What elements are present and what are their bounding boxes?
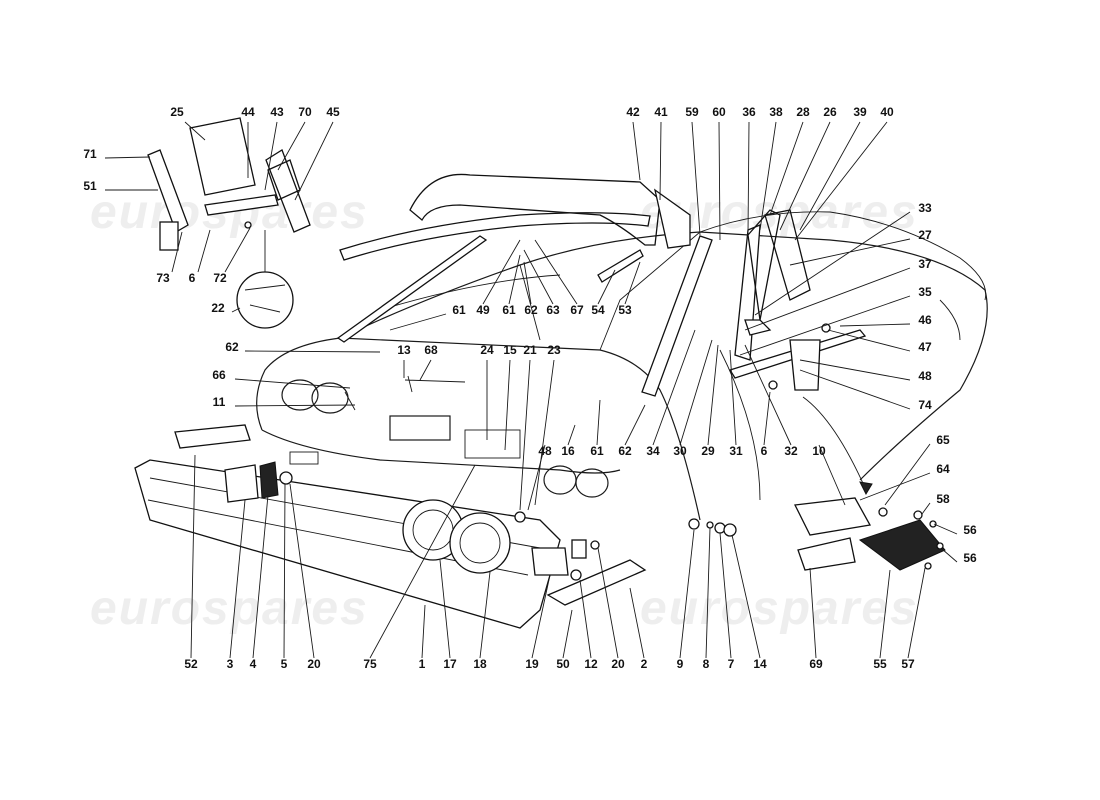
callout-label-34: 34 (646, 444, 660, 458)
callout-label-41: 41 (654, 105, 668, 119)
callout-label-14: 14 (753, 657, 767, 671)
door-window-assembly (147, 117, 311, 329)
callout-label-20: 20 (611, 657, 625, 671)
roof-frame (336, 173, 713, 397)
callout-label-9: 9 (677, 657, 684, 671)
callout-label-59: 59 (685, 105, 699, 119)
callout-label-7: 7 (728, 657, 735, 671)
callout-label-5: 5 (281, 657, 288, 671)
callout-label-56: 56 (963, 551, 977, 565)
callout-label-27: 27 (918, 228, 932, 242)
callout-label-52: 52 (184, 657, 198, 671)
callout-label-17: 17 (443, 657, 457, 671)
callout-label-1: 1 (419, 657, 426, 671)
callout-label-40: 40 (880, 105, 894, 119)
callout-label-58: 58 (936, 492, 950, 506)
callout-label-28: 28 (796, 105, 810, 119)
callout-label-74: 74 (918, 398, 932, 412)
callout-label-16: 16 (561, 444, 575, 458)
callout-label-23: 23 (547, 343, 561, 357)
callout-label-69: 69 (809, 657, 823, 671)
callout-label-39: 39 (853, 105, 867, 119)
callout-label-11: 11 (213, 395, 226, 409)
callout-label-32: 32 (784, 444, 798, 458)
callout-label-71: 71 (83, 147, 97, 161)
callout-label-20: 20 (307, 657, 321, 671)
callout-label-48: 48 (918, 369, 932, 383)
callout-label-62: 62 (524, 303, 538, 317)
callout-label-62: 62 (225, 340, 239, 354)
callout-label-60: 60 (712, 105, 726, 119)
callout-label-29: 29 (701, 444, 715, 458)
callout-label-2: 2 (641, 657, 648, 671)
callout-label-26: 26 (823, 105, 837, 119)
callout-label-18: 18 (473, 657, 487, 671)
callout-label-45: 45 (326, 105, 340, 119)
callout-label-37: 37 (918, 257, 932, 271)
quarter-window-parts (729, 209, 873, 496)
callout-label-12: 12 (584, 657, 598, 671)
callout-label-25: 25 (170, 105, 184, 119)
callout-label-57: 57 (901, 657, 915, 671)
callout-label-64: 64 (936, 462, 950, 476)
callout-label-49: 49 (476, 303, 490, 317)
callout-label-50: 50 (556, 657, 570, 671)
callout-label-42: 42 (626, 105, 640, 119)
callout-label-13: 13 (397, 343, 411, 357)
callout-label-44: 44 (241, 105, 255, 119)
callout-label-54: 54 (591, 303, 605, 317)
callout-label-68: 68 (424, 343, 438, 357)
callout-label-51: 51 (83, 179, 97, 193)
callout-label-8: 8 (703, 657, 710, 671)
callout-label-10: 10 (812, 444, 826, 458)
leader-lines (104, 121, 958, 659)
callout-label-62: 62 (618, 444, 632, 458)
car-body (256, 211, 988, 521)
callout-label-35: 35 (918, 285, 932, 299)
callout-label-75: 75 (363, 657, 377, 671)
callout-label-33: 33 (918, 201, 932, 215)
callout-label-65: 65 (936, 433, 950, 447)
callout-label-73: 73 (156, 271, 170, 285)
watermark-text: eurospares (90, 582, 369, 635)
callout-label-61: 61 (502, 303, 516, 317)
callout-label-36: 36 (742, 105, 756, 119)
callout-label-4: 4 (250, 657, 257, 671)
callout-label-38: 38 (769, 105, 783, 119)
callout-label-6: 6 (761, 444, 768, 458)
callout-label-24: 24 (480, 343, 494, 357)
callout-label-43: 43 (270, 105, 284, 119)
rear-bumper-lamps (134, 375, 737, 629)
callout-label-48: 48 (538, 444, 552, 458)
callout-label-22: 22 (211, 301, 225, 315)
callout-label-31: 31 (729, 444, 743, 458)
callout-label-46: 46 (918, 313, 932, 327)
callout-label-61: 61 (590, 444, 604, 458)
callout-label-56: 56 (963, 523, 977, 537)
callout-label-61: 61 (452, 303, 466, 317)
callout-label-72: 72 (213, 271, 227, 285)
callout-label-66: 66 (212, 368, 226, 382)
callout-label-6: 6 (189, 271, 196, 285)
callout-label-70: 70 (298, 105, 312, 119)
callout-label-55: 55 (873, 657, 887, 671)
callout-label-63: 63 (546, 303, 560, 317)
callout-label-67: 67 (570, 303, 584, 317)
callout-label-30: 30 (673, 444, 687, 458)
callout-label-19: 19 (525, 657, 539, 671)
callout-label-21: 21 (523, 343, 537, 357)
watermark-text: eurospares (640, 582, 919, 635)
callout-label-15: 15 (503, 343, 517, 357)
callout-label-3: 3 (227, 657, 234, 671)
callout-label-47: 47 (918, 340, 932, 354)
callout-label-53: 53 (618, 303, 632, 317)
air-intake-assembly (794, 497, 946, 571)
